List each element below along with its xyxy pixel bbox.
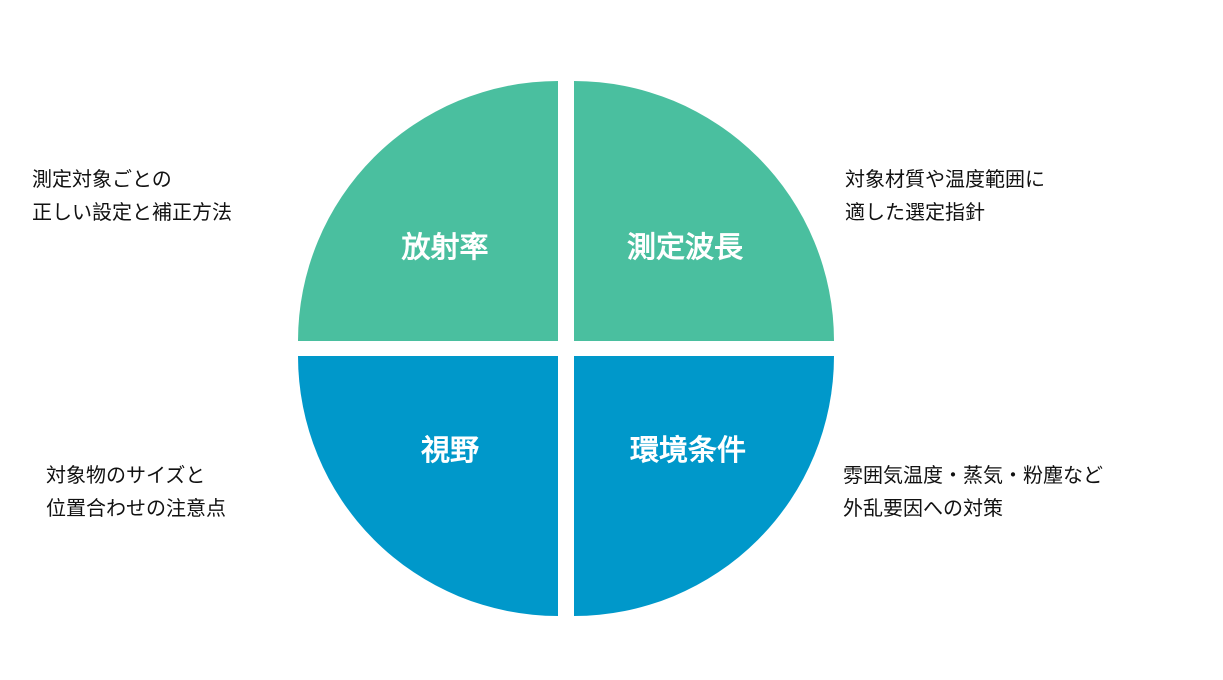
note-line: 対象材質や温度範囲に: [845, 167, 1045, 191]
note-environment: 雰囲気温度・蒸気・粉塵など 外乱要因への対策: [843, 459, 1103, 525]
note-line: 外乱要因への対策: [843, 496, 1003, 520]
note-line: 適した選定指針: [845, 200, 985, 224]
quadrant-label-field-of-view: 視野: [420, 433, 479, 467]
quadrant-emissivity: [298, 81, 558, 341]
note-line: 位置合わせの注意点: [46, 496, 226, 520]
note-line: 対象物のサイズと: [46, 463, 206, 487]
quadrant-field-of-view: [298, 356, 558, 616]
note-line: 測定対象ごとの: [32, 167, 172, 191]
quadrant-label-emissivity: 放射率: [401, 230, 489, 264]
quadrant-wavelength: [574, 81, 834, 341]
note-wavelength: 対象材質や温度範囲に 適した選定指針: [845, 163, 1045, 229]
note-line: 雰囲気温度・蒸気・粉塵など: [843, 463, 1103, 487]
note-emissivity: 測定対象ごとの 正しい設定と補正方法: [32, 163, 232, 229]
note-field-of-view: 対象物のサイズと 位置合わせの注意点: [46, 459, 226, 525]
quadrant-label-wavelength: 測定波長: [626, 230, 743, 264]
quadrant-environment: [574, 356, 834, 616]
quadrant-label-environment: 環境条件: [629, 433, 746, 467]
note-line: 正しい設定と補正方法: [32, 200, 232, 224]
